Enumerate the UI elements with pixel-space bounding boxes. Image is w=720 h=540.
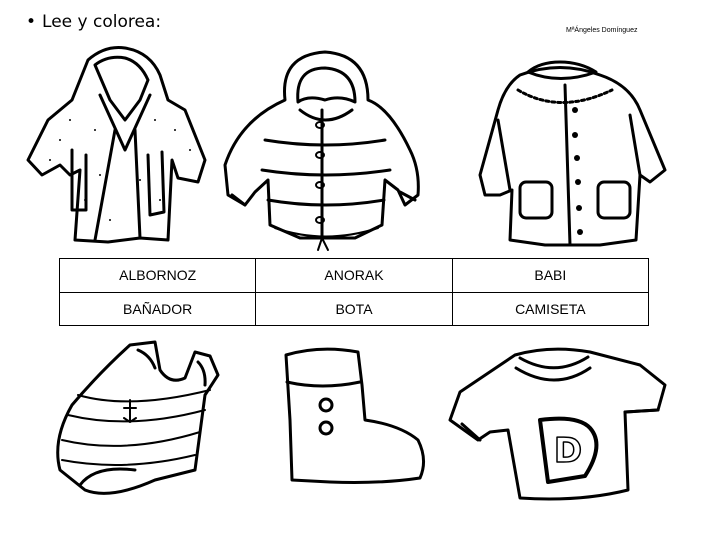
bathrobe-icon [26, 46, 207, 244]
word-cell: BOTA [255, 291, 453, 326]
table-row: ALBORNOZ ANORAK BABI [58, 258, 650, 293]
smock-icon [478, 60, 667, 247]
word-table: ALBORNOZ ANORAK BABI BAÑADOR BOTA CAMISE… [58, 258, 650, 326]
word-cell: ALBORNOZ [58, 258, 257, 293]
tshirt-icon [448, 347, 667, 501]
swimsuit-icon [56, 340, 220, 495]
boot-icon [284, 347, 425, 484]
word-cell: BABI [451, 258, 650, 293]
table-row: BAÑADOR BOTA CAMISETA [58, 291, 650, 326]
anorak-icon [223, 50, 420, 251]
word-cell: BAÑADOR [58, 291, 257, 326]
word-cell: ANORAK [255, 258, 453, 293]
instruction-text: Lee y colorea: [42, 12, 162, 32]
tshirt-letter: D [554, 431, 582, 471]
author-credit: MªÁngeles Domínguez [566, 27, 638, 34]
bullet: • [26, 12, 37, 32]
word-cell: CAMISETA [451, 291, 650, 326]
instruction-title: •Lee y colorea: [26, 12, 161, 32]
